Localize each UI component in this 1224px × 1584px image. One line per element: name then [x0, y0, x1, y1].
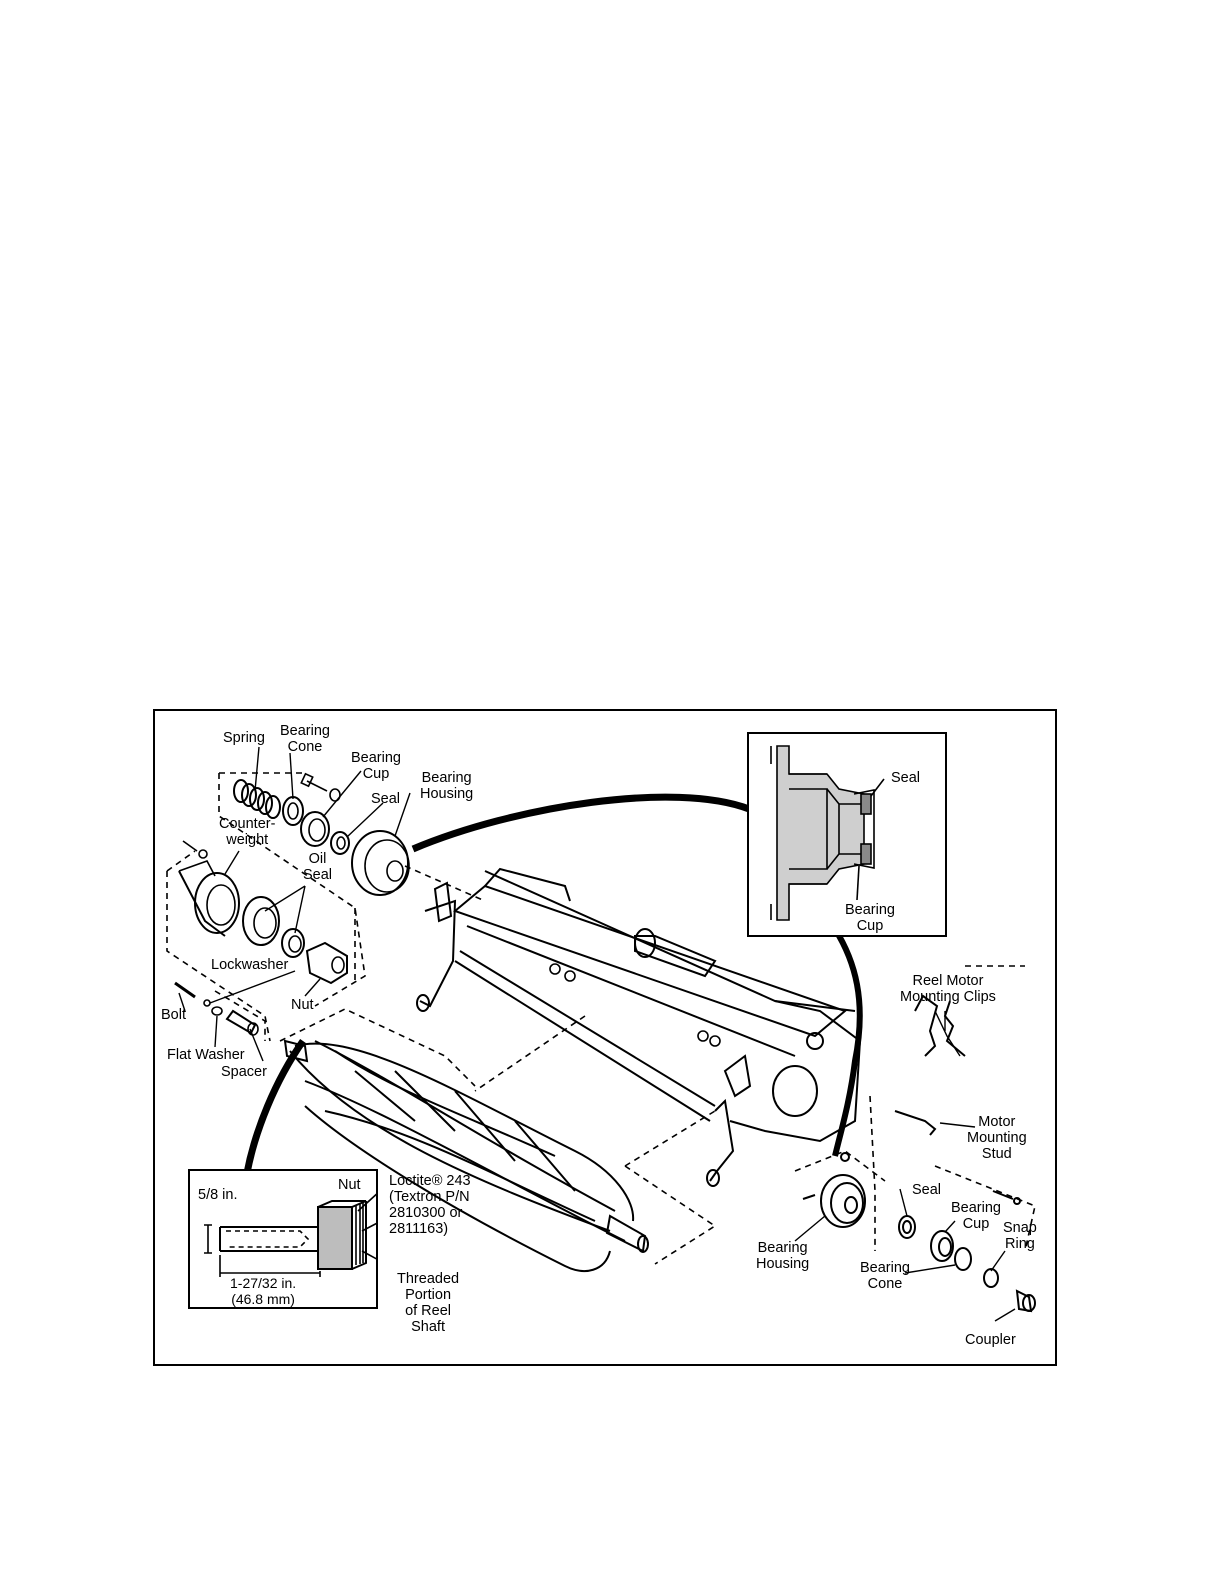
coupler-label: Coupler: [965, 1332, 1016, 1348]
seal-left-label: Seal: [371, 791, 401, 807]
spring-label: Spring: [223, 730, 265, 746]
bearing-cone-right-label: Bearing Cone: [860, 1260, 910, 1292]
reel-shaft-drawing: [204, 1193, 376, 1277]
inset-dim-length-label: 1-27/32 in. (46.8 mm): [230, 1275, 297, 1307]
seal-right-label: Seal: [912, 1182, 942, 1198]
nut-label: Nut: [291, 997, 314, 1013]
bearing-cone-left-label: Bearing Cone: [280, 723, 330, 755]
bearing-housing-right-label: Bearing Housing: [756, 1240, 810, 1272]
bearing-cup-right-label: Bearing Cup: [951, 1200, 1001, 1232]
snap-ring-label: Snap Ring: [1003, 1220, 1037, 1252]
inset-dim-5-8-label: 5/8 in.: [198, 1187, 238, 1203]
exploded-view-figure: Seal Bearing Cup 5/8 in. Nut 1-27/32 in.…: [153, 709, 1057, 1366]
spacer-label: Spacer: [221, 1064, 267, 1080]
oil-seal-label: Oil Seal: [303, 851, 333, 883]
lockwasher-label: Lockwasher: [211, 957, 289, 973]
seal-cross-section-drawing: [770, 745, 885, 921]
bearing-cup-left-label: Bearing Cup: [351, 750, 401, 782]
reel-assembly-drawing: [166, 746, 1036, 1322]
bearing-housing-left-label: Bearing Housing: [420, 770, 474, 802]
inset-seal-label: Seal: [891, 770, 921, 786]
reel-shaft-detail-inset: 5/8 in. Nut 1-27/32 in. (46.8 mm): [188, 1169, 378, 1309]
bolt-label: Bolt: [161, 1007, 186, 1023]
counterweight-label: Counter- weight: [219, 816, 276, 848]
reel-motor-clips-label: Reel Motor Mounting Clips: [900, 973, 996, 1005]
inset-nut-label: Nut: [338, 1177, 361, 1193]
loctite-label: Loctite® 243 (Textron P/N 2810300 or 281…: [389, 1173, 471, 1237]
threaded-portion-label: Threaded Portion of Reel Shaft: [397, 1271, 460, 1335]
inset-bearing-cup-label: Bearing Cup: [845, 902, 895, 934]
seal-detail-inset: Seal Bearing Cup: [747, 732, 947, 937]
motor-stud-label: Motor Mounting Stud: [967, 1114, 1027, 1162]
flat-washer-label: Flat Washer: [167, 1047, 245, 1063]
